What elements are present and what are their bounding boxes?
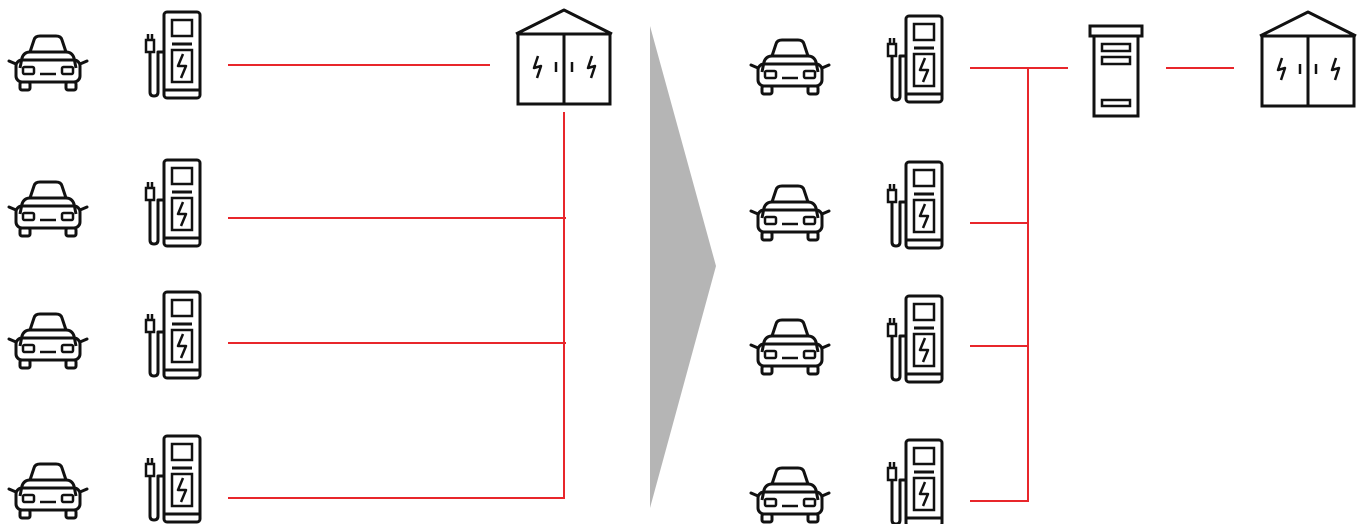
ev-charger-icon [144,434,202,524]
car-icon [7,34,89,92]
ev-charger-icon [886,294,944,384]
battery-storage-cabinet-icon [1088,24,1144,118]
ev-charger-icon [144,290,202,380]
power-substation-icon [514,8,614,106]
ev-charger-icon [886,160,944,250]
right-connection-lines [970,67,1234,502]
car-icon [7,312,89,370]
ev-charger-icon [144,158,202,248]
power-substation-icon [1258,10,1358,108]
right-diagram [749,10,1358,524]
car-icon [7,180,89,238]
ev-charger-icon [886,438,944,524]
car-icon [7,462,89,520]
car-icon [749,318,831,376]
ev-charger-icon [886,14,944,104]
car-icon [749,466,831,524]
ev-charger-icon [144,10,202,100]
left-diagram [7,8,614,524]
car-icon [749,38,831,96]
chevron-arrow-icon [650,26,716,508]
car-icon [749,184,831,242]
left-connection-lines [228,64,566,499]
